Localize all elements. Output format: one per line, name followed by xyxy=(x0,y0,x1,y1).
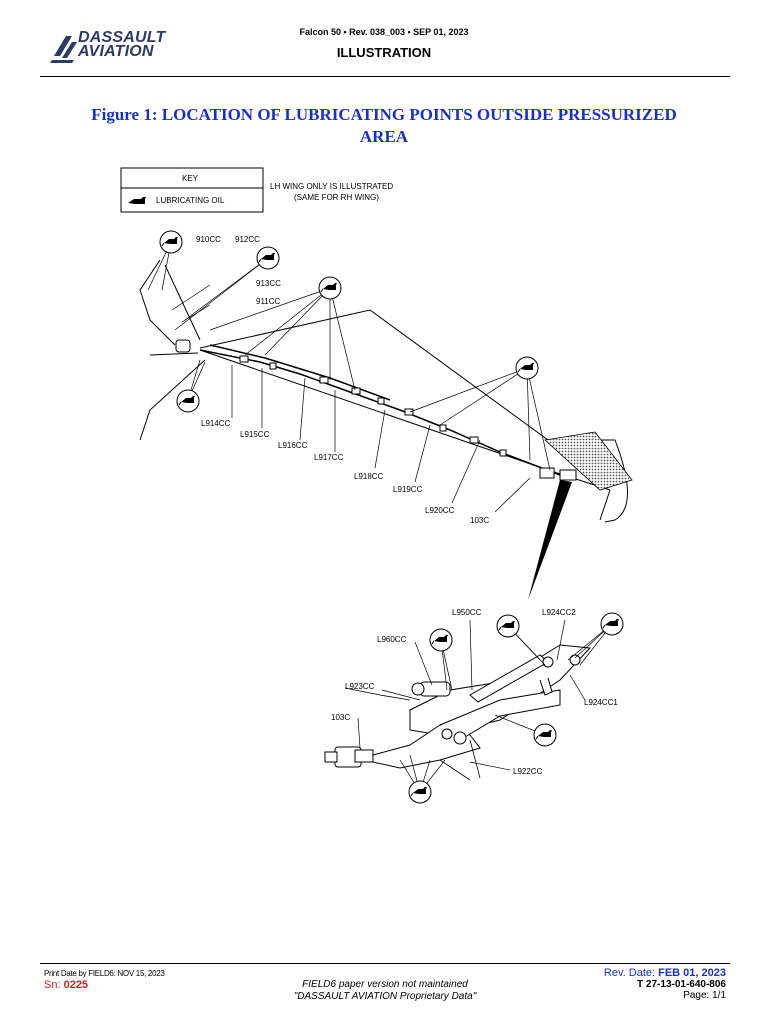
label-103c-upper: 103C xyxy=(470,516,489,525)
oil-can-icon xyxy=(408,780,432,804)
label-l917cc: L917CC xyxy=(314,453,344,462)
figure-title: Figure 1: LOCATION OF LUBRICATING POINTS… xyxy=(60,104,708,148)
leader-lines-upper xyxy=(147,241,551,513)
label-l923cc: L923CC xyxy=(345,682,375,691)
print-date: Print Date by FIELD6: NOV 15, 2023 xyxy=(44,969,165,978)
label-l915cc: L915CC xyxy=(240,430,270,439)
oil-can-icon xyxy=(429,628,453,652)
label-l924cc1: L924CC1 xyxy=(584,698,618,707)
dassault-logo-icon xyxy=(50,36,77,63)
notice-line-2: "DASSAULT AVIATION Proprietary Data" xyxy=(293,991,477,1002)
key-title: KEY xyxy=(182,174,199,183)
section-title: ILLUSTRATION xyxy=(336,45,432,60)
note-line-2: (SAME FOR RH WING) xyxy=(294,193,379,202)
oil-can-icon xyxy=(533,723,557,747)
label-l950cc: L950CC xyxy=(452,608,482,617)
oil-can-icon xyxy=(318,276,342,300)
oil-can-icon xyxy=(128,197,146,204)
footer-revision-block: Rev. Date: FEB 01, 2023 T 27-13-01-640-8… xyxy=(604,968,726,1002)
oil-can-icon xyxy=(600,612,624,636)
oil-can-icon xyxy=(256,246,280,270)
label-l918cc: L918CC xyxy=(354,472,384,481)
label-913cc: 913CC xyxy=(256,279,281,288)
serial-label: Sn: xyxy=(44,979,64,991)
key-item: LUBRICATING OIL xyxy=(156,196,225,205)
label-l919cc: L919CC xyxy=(393,485,423,494)
label-910cc: 910CC xyxy=(196,235,221,244)
notice-line-1: FIELD6 paper version not maintained xyxy=(302,979,468,990)
page-number: Page: 1/1 xyxy=(683,990,726,1001)
rev-date-value: FEB 01, 2023 xyxy=(658,967,726,979)
brand-line-2: AVIATION xyxy=(78,43,154,60)
detail-rods xyxy=(344,687,481,781)
lubrication-diagram: KEY LUBRICATING OIL LH WING ONLY IS ILLU… xyxy=(120,167,633,804)
label-103c-detail: 103C xyxy=(331,713,350,722)
revision-line: Falcon 50 • Rev. 038_003 • SEP 01, 2023 xyxy=(299,27,469,37)
oil-can-icon xyxy=(159,230,183,254)
detail-pointer xyxy=(528,480,572,600)
rod-fittings xyxy=(175,339,577,481)
figure-title-line-1: Figure 1: LOCATION OF LUBRICATING POINTS… xyxy=(91,105,677,124)
proprietary-notice: FIELD6 paper version not maintained "DAS… xyxy=(230,979,540,1003)
rev-date: Rev. Date: FEB 01, 2023 xyxy=(604,968,726,979)
label-l960cc: L960CC xyxy=(377,635,407,644)
key-box: KEY LUBRICATING OIL xyxy=(120,167,264,213)
serial-number: Sn: 0225 xyxy=(44,979,88,991)
detail-mechanism xyxy=(324,644,592,769)
serial-value: 0225 xyxy=(63,979,89,991)
footer-divider xyxy=(40,963,730,964)
oil-can-icon xyxy=(515,356,539,380)
label-911cc: 911CC xyxy=(256,297,281,306)
label-l924cc2: L924CC2 xyxy=(542,608,576,617)
figure-title-line-2: AREA xyxy=(359,127,409,146)
brand-name: DASSAULT AVIATION xyxy=(78,29,166,60)
brand-line-1: DASSAULT xyxy=(78,29,166,46)
label-912cc: 912CC xyxy=(235,235,260,244)
label-l916cc: L916CC xyxy=(278,441,308,450)
flap-hatched-area xyxy=(544,431,633,491)
oil-can-icon xyxy=(496,614,520,638)
label-l914cc: L914CC xyxy=(201,419,231,428)
label-l920cc: L920CC xyxy=(425,506,455,515)
header-divider xyxy=(40,76,730,77)
rev-date-label: Rev. Date: xyxy=(603,967,659,979)
document-reference: T 27-13-01-640-806 xyxy=(637,979,726,990)
label-l922cc: L922CC xyxy=(513,767,543,776)
note-line-1: LH WING ONLY IS ILLUSTRATED xyxy=(270,182,393,191)
oil-can-icon xyxy=(176,389,200,413)
